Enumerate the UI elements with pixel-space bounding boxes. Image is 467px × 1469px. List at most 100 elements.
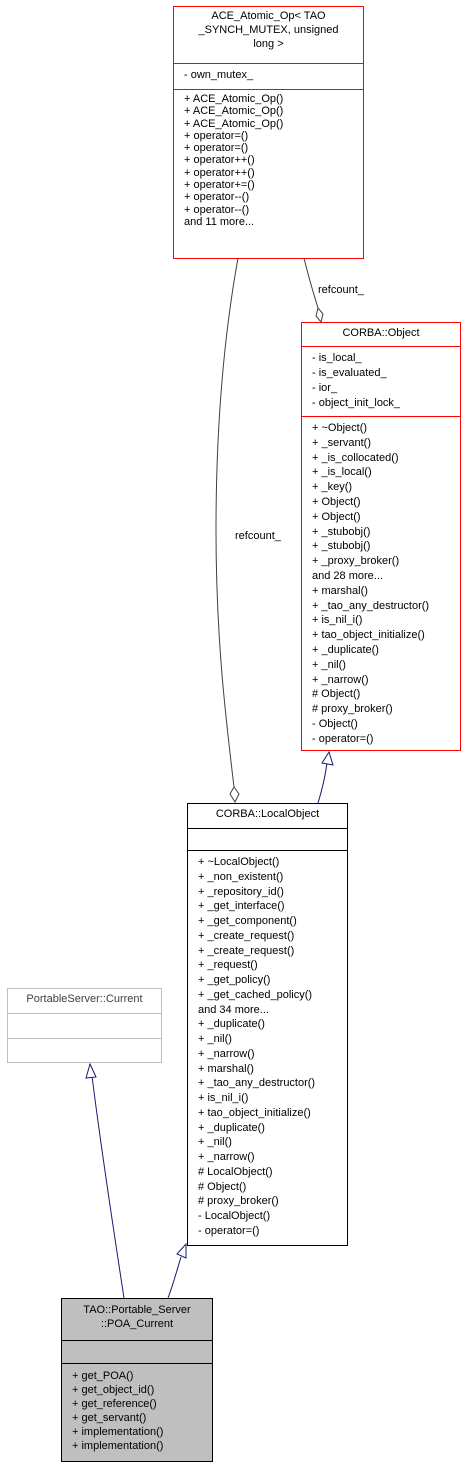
aggregation-edge-atomic-to-object: [303, 257, 319, 309]
method: + _narrow(): [312, 673, 369, 686]
method: + _duplicate(): [312, 643, 379, 656]
attribute: - ior_: [312, 382, 338, 394]
method: + ACE_Atomic_Op(): [184, 105, 284, 118]
method: and 34 more...: [198, 1003, 269, 1016]
class-title: ACE_Atomic_Op< TAO _SYNCH_MUTEX, unsigne…: [174, 7, 363, 63]
title-line: PortableServer::Current: [26, 993, 143, 1005]
method: and 28 more...: [312, 569, 383, 582]
method: + operator=(): [184, 142, 249, 155]
method: + ~LocalObject(): [198, 856, 280, 868]
class-title: CORBA::Object: [302, 323, 460, 346]
inherit-arrow-localobject: [176, 1242, 187, 1259]
method: + is_nil_i(): [312, 614, 363, 627]
method: # proxy_broker(): [198, 1195, 279, 1208]
method: + ACE_Atomic_Op(): [184, 93, 284, 105]
title-line: ::POA_Current: [100, 1318, 174, 1330]
edge-label-refcount-localobject: refcount_: [235, 530, 281, 542]
method: + _create_request(): [198, 929, 295, 942]
class-poa-current[interactable]: TAO::Portable_Server ::POA_Current + get…: [61, 1298, 213, 1462]
attribute: - is_local_: [312, 352, 362, 364]
method: + tao_object_initialize(): [198, 1106, 311, 1119]
method: + _get_policy(): [198, 974, 271, 986]
method: + _narrow(): [198, 1151, 255, 1163]
edge-label-refcount-object: refcount_: [318, 284, 364, 296]
class-title: CORBA::LocalObject: [188, 804, 347, 828]
method: + _duplicate(): [198, 1121, 265, 1134]
method: + operator=(): [184, 129, 249, 142]
class-corba-object[interactable]: CORBA::Object - is_local_ - is_evaluated…: [301, 322, 461, 751]
method: + _proxy_broker(): [312, 555, 400, 568]
method: + implementation(): [72, 1426, 164, 1438]
class-title: PortableServer::Current: [8, 989, 161, 1013]
method: + operator--(): [184, 191, 250, 204]
method: # Object(): [312, 688, 361, 701]
method: + marshal(): [198, 1062, 254, 1075]
title-line: long >: [253, 38, 284, 50]
title-line: TAO::Portable_Server: [83, 1304, 191, 1316]
method-section: [8, 1038, 161, 1062]
method: + is_nil_i(): [198, 1092, 249, 1104]
method: # Object(): [198, 1180, 247, 1193]
method: - operator=(): [312, 732, 374, 745]
method: + _stubobj(): [312, 540, 371, 553]
method-section: + ~Object() + _servant() + _is_collocate…: [302, 416, 460, 750]
method: + operator++(): [184, 154, 255, 167]
inherit-edge-localobject-to-object: [317, 762, 328, 804]
aggregation-diamond-object: [315, 306, 324, 324]
title-line: CORBA::Object: [342, 327, 420, 339]
method: + _request(): [198, 959, 258, 972]
method: + get_servant(): [72, 1412, 147, 1424]
attribute: - is_evaluated_: [312, 367, 387, 379]
method: and 11 more...: [184, 215, 255, 228]
method: + marshal(): [312, 584, 368, 597]
inherit-arrow-current: [85, 1062, 97, 1079]
aggregation-diamond-localobject: [229, 786, 240, 804]
method-section: + ACE_Atomic_Op() + ACE_Atomic_Op() + AC…: [174, 89, 363, 230]
method: + _stubobj(): [312, 525, 371, 538]
method: + _is_collocated(): [312, 451, 399, 464]
method: + get_reference(): [72, 1398, 157, 1410]
method: - operator=(): [198, 1224, 260, 1237]
method: + _repository_id(): [198, 885, 284, 898]
class-corba-localobject[interactable]: CORBA::LocalObject + ~LocalObject() + _n…: [187, 803, 348, 1246]
method: + tao_object_initialize(): [312, 629, 425, 642]
class-portableserver-current[interactable]: PortableServer::Current: [7, 988, 162, 1063]
method: # LocalObject(): [198, 1165, 273, 1178]
method: + operator++(): [184, 166, 255, 179]
method: + _nil(): [198, 1033, 232, 1045]
method: + Object(): [312, 495, 361, 508]
method: + _tao_any_destructor(): [198, 1077, 316, 1090]
method: + operator--(): [184, 203, 250, 216]
method: + _tao_any_destructor(): [312, 599, 430, 612]
class-ace-atomic-op[interactable]: ACE_Atomic_Op< TAO _SYNCH_MUTEX, unsigne…: [173, 6, 364, 259]
method: + _nil(): [198, 1136, 232, 1149]
method: + operator+=(): [184, 179, 255, 192]
method: + _non_existent(): [198, 870, 284, 883]
method: + _duplicate(): [198, 1018, 265, 1031]
attribute-section: [62, 1340, 212, 1363]
method: + _key(): [312, 481, 353, 494]
method: + _nil(): [312, 658, 346, 671]
inherit-edge-poacurrent-to-current: [91, 1075, 125, 1299]
method: + _servant(): [312, 436, 371, 449]
method: + ~Object(): [312, 422, 368, 434]
attribute-section: - is_local_ - is_evaluated_ - ior_ - obj…: [302, 346, 460, 416]
attribute-section: - own_mutex_: [174, 63, 363, 89]
method: + _get_component(): [198, 915, 297, 927]
inherit-arrow-object: [321, 750, 334, 766]
method: + _get_cached_policy(): [198, 988, 313, 1001]
attribute-section: [188, 828, 347, 850]
method: + _get_interface(): [198, 900, 285, 913]
title-line: ACE_Atomic_Op< TAO: [211, 10, 326, 22]
title-line: _SYNCH_MUTEX, unsigned: [198, 24, 339, 36]
attribute-section: [8, 1013, 161, 1038]
method: + get_object_id(): [72, 1384, 155, 1396]
method: # proxy_broker(): [312, 703, 393, 716]
method-section: + ~LocalObject() + _non_existent() + _re…: [188, 850, 347, 1242]
method: + ACE_Atomic_Op(): [184, 117, 284, 130]
method: - LocalObject(): [198, 1210, 271, 1222]
aggregation-edge-atomic-to-localobject: [215, 257, 239, 788]
title-line: CORBA::LocalObject: [215, 808, 320, 820]
method: + _narrow(): [198, 1047, 255, 1060]
